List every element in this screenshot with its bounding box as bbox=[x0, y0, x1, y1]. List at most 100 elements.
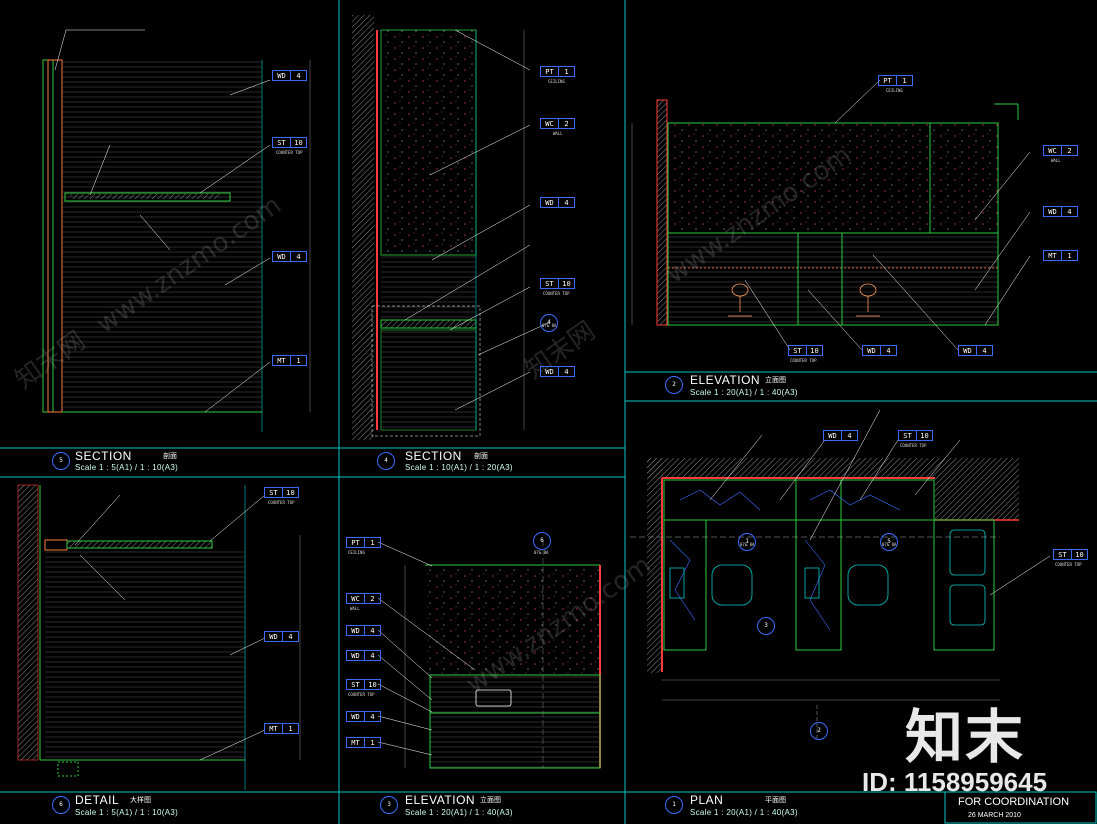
tag-number: 4 bbox=[559, 366, 575, 377]
tag-code: MT bbox=[264, 723, 283, 734]
tag-note-wall: WALL bbox=[553, 131, 563, 136]
tag-note-counter-top: COUNTER TOP bbox=[543, 291, 570, 296]
panel-6-scale: Scale 1 : 5(A1) / 1 : 10(A3) bbox=[75, 808, 179, 817]
plan-1-drawing bbox=[630, 409, 1051, 740]
panel-2-title: ELEVATION bbox=[690, 373, 761, 387]
tag-code: WC bbox=[540, 118, 559, 129]
callout-number: 3 bbox=[764, 622, 768, 629]
tag-code: WD bbox=[264, 631, 283, 642]
panel-6-number: 6 bbox=[52, 796, 70, 814]
tag-number: 10 bbox=[283, 487, 299, 498]
panel-4-title: SECTION bbox=[405, 449, 462, 463]
watermark-id: ID: 1158959645 bbox=[862, 767, 1048, 797]
tag-code: ST bbox=[272, 137, 291, 148]
tag-note-counter-top: COUNTER TOP bbox=[790, 358, 817, 363]
callout-ref: 07& 8A bbox=[542, 323, 557, 328]
panel-5-title-cn: 剖面 bbox=[163, 452, 177, 460]
panel-4-number: 4 bbox=[377, 452, 395, 470]
tag-code: WC bbox=[1043, 145, 1062, 156]
callout-ref: 07& 8A bbox=[740, 542, 755, 547]
callout-number: 4 bbox=[547, 319, 551, 326]
tag-number: 4 bbox=[291, 251, 307, 262]
tag-code: WD bbox=[540, 197, 559, 208]
tag-code: ST bbox=[540, 278, 559, 289]
tag-number: 10 bbox=[559, 278, 575, 289]
elevation-3-drawing bbox=[377, 540, 601, 769]
tag-code: ST bbox=[346, 679, 365, 690]
tag-note-counter-top: COUNTER TOP bbox=[348, 692, 375, 697]
panel-6-title-cn: 大样图 bbox=[130, 796, 151, 804]
callout-5: 5 bbox=[880, 533, 898, 551]
tag-code: ST bbox=[264, 487, 283, 498]
tag-number: 4 bbox=[842, 430, 858, 441]
panel-5-title: SECTION bbox=[75, 449, 132, 463]
tag-code: WD bbox=[823, 430, 842, 441]
panel-4-title-cn: 剖面 bbox=[474, 452, 488, 460]
tag-number: 1 bbox=[365, 537, 381, 548]
tag-code: WD bbox=[272, 251, 291, 262]
callout-ref: 07& 8A bbox=[882, 542, 897, 547]
tag-code: ST bbox=[898, 430, 917, 441]
tag-number: 4 bbox=[977, 345, 993, 356]
panel-2-scale: Scale 1 : 20(A1) / 1 : 40(A3) bbox=[690, 388, 798, 397]
panel-4-scale: Scale 1 : 10(A1) / 1 : 20(A3) bbox=[405, 463, 513, 472]
tag-number: 2 bbox=[365, 593, 381, 604]
title-block-date: 26 MARCH 2010 bbox=[968, 812, 1021, 819]
tag-number: 10 bbox=[291, 137, 307, 148]
tag-note-ceiling: CEILING bbox=[886, 88, 903, 93]
tag-code: WD bbox=[1043, 206, 1062, 217]
tag-code: WD bbox=[346, 625, 365, 636]
tag-code: WD bbox=[346, 650, 365, 661]
tag-note-counter-top: COUNTER TOP bbox=[900, 443, 927, 448]
tag-code: WC bbox=[346, 593, 365, 604]
panel-2-title-cn: 立面图 bbox=[765, 376, 786, 384]
tag-number: 4 bbox=[559, 197, 575, 208]
callout-3: 3 bbox=[757, 617, 775, 635]
tag-number: 4 bbox=[283, 631, 299, 642]
tag-note-ceiling: CEILING bbox=[348, 550, 365, 555]
panel-5-scale: Scale 1 : 5(A1) / 1 : 10(A3) bbox=[75, 463, 179, 472]
tag-number: 4 bbox=[881, 345, 897, 356]
tag-code: PT bbox=[540, 66, 559, 77]
panel-3-scale: Scale 1 : 20(A1) / 1 : 40(A3) bbox=[405, 808, 513, 817]
tag-number: 10 bbox=[365, 679, 381, 690]
tag-number: 4 bbox=[291, 70, 307, 81]
panel-6-title: DETAIL bbox=[75, 793, 120, 807]
tag-number: 1 bbox=[365, 737, 381, 748]
tag-code: WD bbox=[272, 70, 291, 81]
callout-number: 6 bbox=[540, 537, 544, 544]
tag-note-counter-top: COUNTER TOP bbox=[276, 150, 303, 155]
watermark-logo: 知末 bbox=[905, 703, 1026, 771]
tag-code: PT bbox=[346, 537, 365, 548]
tag-code: WD bbox=[862, 345, 881, 356]
tag-number: 1 bbox=[283, 723, 299, 734]
panel-3-number: 3 bbox=[380, 796, 398, 814]
tag-note-counter-top: COUNTER TOP bbox=[268, 500, 295, 505]
callout-number: 1 bbox=[745, 538, 749, 545]
tag-code: MT bbox=[1043, 250, 1062, 261]
tag-number: 1 bbox=[897, 75, 913, 86]
tag-code: MT bbox=[346, 737, 365, 748]
callout-ref: 07& 8A bbox=[534, 550, 549, 555]
panel-3-title-cn: 立面图 bbox=[480, 796, 501, 804]
tag-number: 10 bbox=[807, 345, 823, 356]
tag-code: WD bbox=[540, 366, 559, 377]
